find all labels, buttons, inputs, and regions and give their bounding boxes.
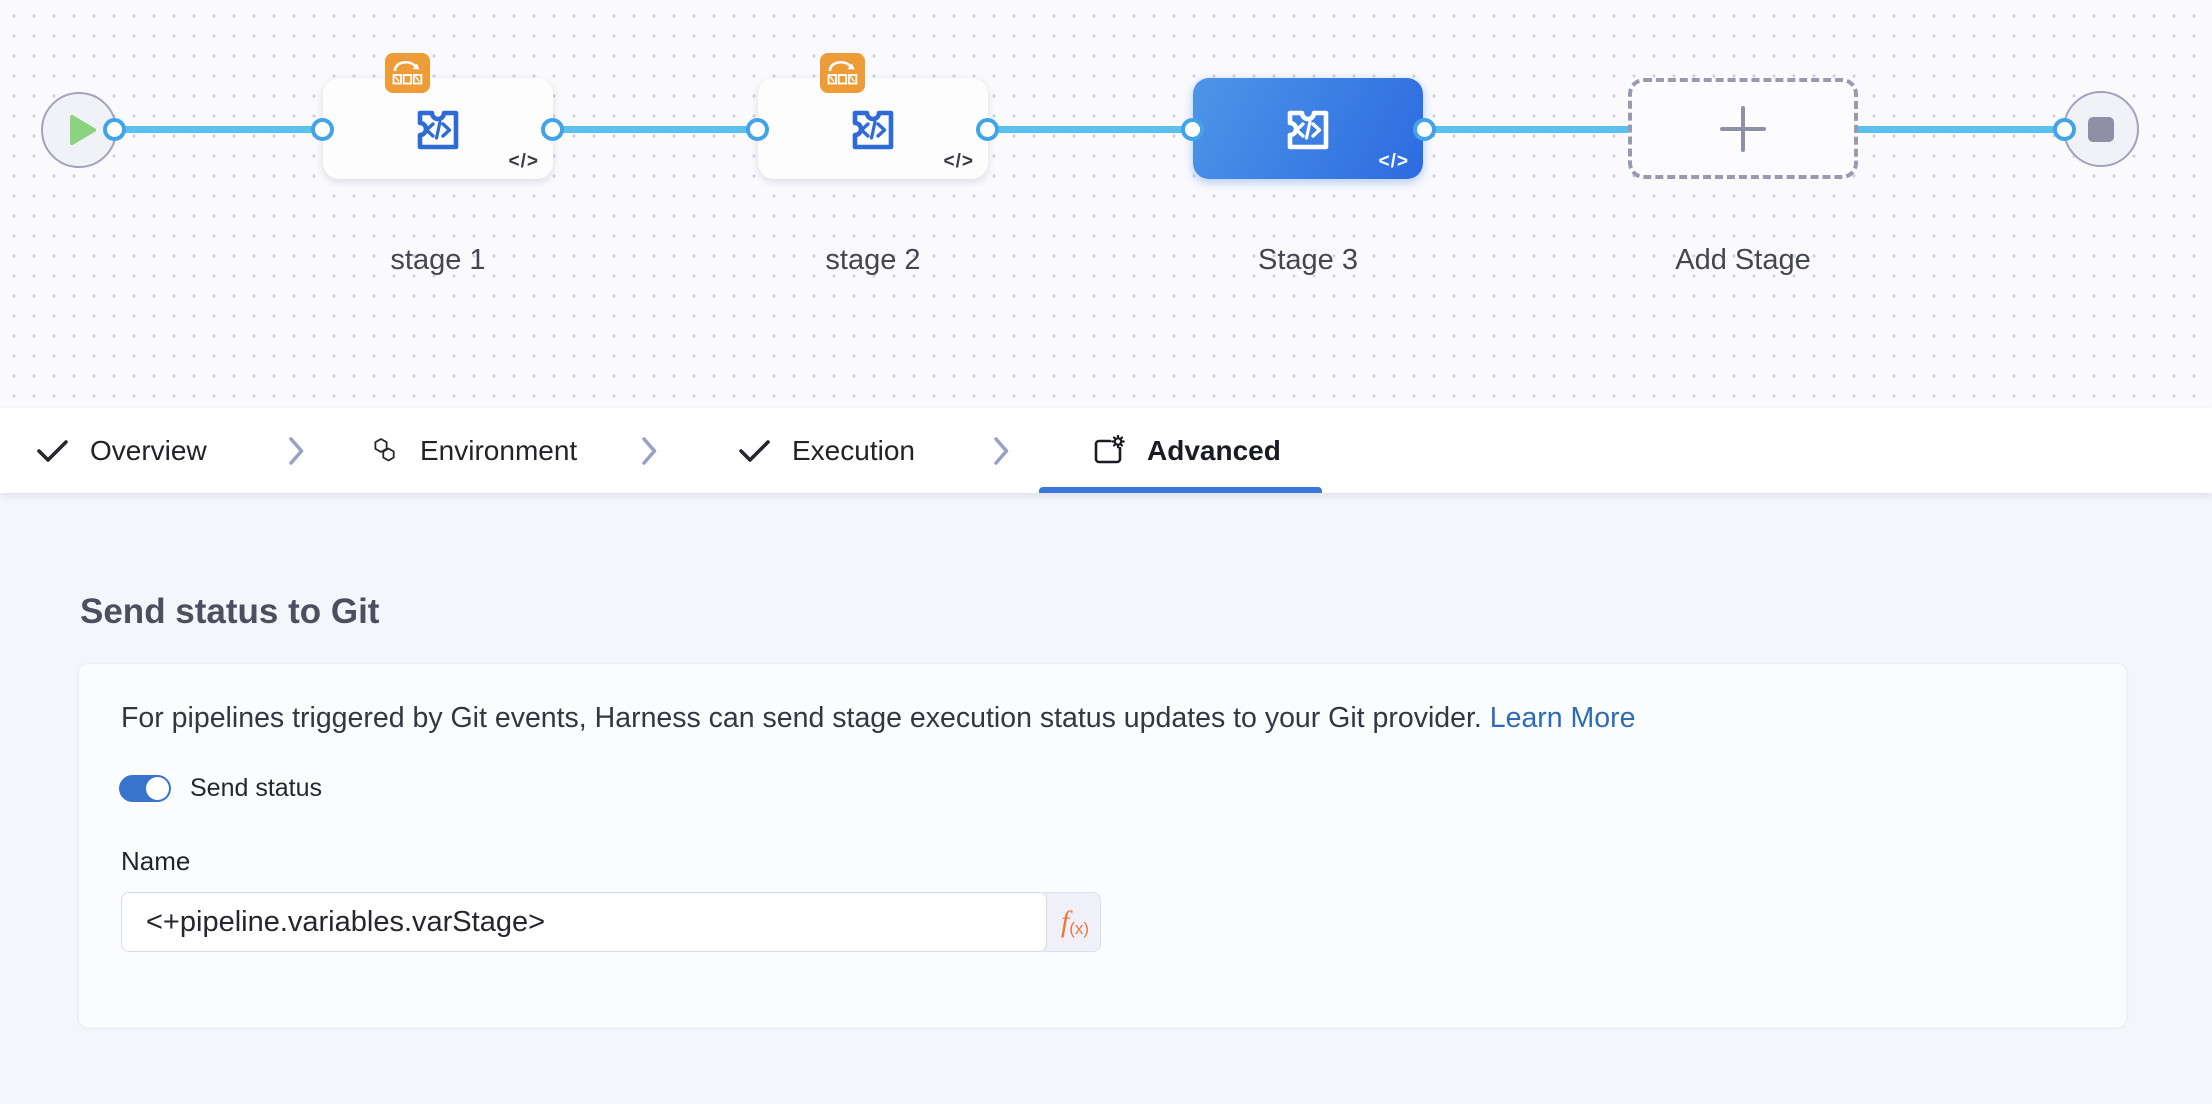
- section-heading: Send status to Git: [80, 592, 380, 631]
- stage-label: stage 1: [390, 244, 486, 276]
- panel-description: For pipelines triggered by Git events, H…: [121, 700, 1636, 736]
- stage-node-1[interactable]: </>: [323, 53, 553, 179]
- stage-node-2[interactable]: </>: [758, 53, 988, 179]
- template-indicator: </>: [508, 151, 539, 172]
- stage-node-3-selected[interactable]: </>: [1193, 78, 1423, 179]
- tab-label: Execution: [792, 434, 915, 466]
- pipeline-connector-line: [95, 126, 2103, 133]
- learn-more-link[interactable]: Learn More: [1489, 702, 1636, 734]
- custom-stage-icon: [1287, 110, 1329, 149]
- expression-fx-button[interactable]: f(x): [1037, 892, 1101, 952]
- name-input-group: f(x): [121, 892, 1101, 952]
- active-tab-underline: [1039, 487, 1322, 493]
- send-status-toggle-row: Send status: [119, 774, 322, 803]
- tab-overview[interactable]: Overview: [36, 408, 207, 493]
- tab-execution[interactable]: Execution: [738, 408, 915, 493]
- plus-icon: [1720, 105, 1766, 152]
- description-text: For pipelines triggered by Git events, H…: [121, 702, 1482, 734]
- tab-label: Advanced: [1147, 434, 1281, 466]
- connector-port[interactable]: [1413, 118, 1436, 141]
- connector-port[interactable]: [746, 118, 769, 141]
- check-icon: [739, 439, 770, 462]
- chained-pipeline-badge-icon: [820, 53, 865, 93]
- connector-port[interactable]: [2053, 118, 2076, 141]
- name-field-label: Name: [121, 846, 191, 876]
- hexagons-icon: [374, 438, 395, 462]
- tab-environment[interactable]: Environment: [370, 408, 577, 493]
- advanced-tab-content: Send status to Git For pipelines trigger…: [0, 493, 2212, 1104]
- connector-port[interactable]: [311, 118, 334, 141]
- custom-stage-icon: [417, 110, 459, 149]
- chevron-right-icon: [289, 437, 304, 465]
- send-status-toggle[interactable]: [119, 775, 171, 802]
- add-stage-button[interactable]: [1628, 78, 1858, 179]
- tab-advanced[interactable]: Advanced: [1093, 408, 1281, 493]
- connector-port[interactable]: [976, 118, 999, 141]
- connector-port[interactable]: [1181, 118, 1204, 141]
- tab-label: Overview: [90, 434, 207, 466]
- stage-label: stage 2: [825, 244, 921, 276]
- fx-icon: f: [1060, 905, 1070, 938]
- connector-port[interactable]: [103, 118, 126, 141]
- stop-icon: [2088, 116, 2114, 142]
- connector-port[interactable]: [541, 118, 564, 141]
- pipeline-start-node: [41, 92, 117, 168]
- stage-label: Add Stage: [1675, 244, 1811, 276]
- pipeline-canvas[interactable]: </> </>: [0, 0, 2212, 408]
- template-indicator: </>: [1378, 151, 1409, 172]
- chevron-right-icon: [642, 437, 657, 465]
- tab-label: Environment: [420, 434, 578, 466]
- custom-stage-icon: [852, 110, 894, 149]
- play-icon: [69, 115, 96, 145]
- check-icon: [37, 439, 68, 462]
- chained-pipeline-badge-icon: [385, 53, 430, 93]
- stage-label: Stage 3: [1258, 244, 1358, 276]
- chevron-right-icon: [994, 437, 1009, 465]
- square-gear-icon: [1094, 435, 1125, 464]
- name-input[interactable]: [121, 892, 1047, 952]
- toggle-label: Send status: [190, 774, 323, 802]
- stage-config-tabbar: Overview Environment Execution: [0, 408, 2212, 493]
- toggle-knob: [146, 777, 169, 800]
- template-indicator: </>: [943, 151, 974, 172]
- send-status-panel: For pipelines triggered by Git events, H…: [78, 663, 2127, 1028]
